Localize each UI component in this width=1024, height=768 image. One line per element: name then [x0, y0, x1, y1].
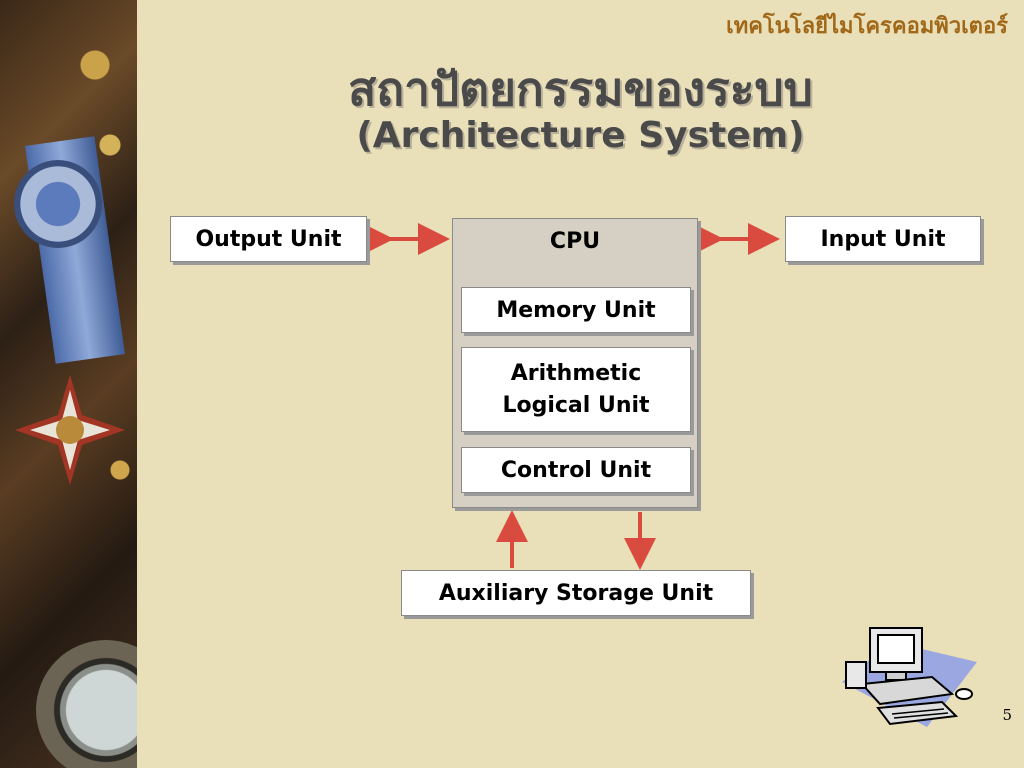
memory-unit-box: Memory Unit [461, 287, 691, 333]
alu-box: Arithmetic Logical Unit [461, 347, 691, 432]
medal-rosette-image [14, 160, 102, 248]
computer-clipart-icon [842, 627, 977, 727]
medal-cross-image [15, 375, 125, 485]
input-unit-box: Input Unit [785, 216, 981, 262]
alu-label-line2: Logical Unit [502, 392, 650, 418]
control-unit-box: Control Unit [461, 447, 691, 493]
decorative-photo-strip [0, 0, 137, 768]
title-thai: สถาปัตยกรรมของระบบ [348, 62, 813, 116]
cpu-label: CPU [549, 229, 601, 254]
page-number: 5 [1002, 706, 1012, 724]
alu-label-line1: Arithmetic [510, 360, 642, 386]
auxiliary-storage-box: Auxiliary Storage Unit [401, 570, 751, 616]
course-header: เทคโนโลยีไมโครคอมพิวเตอร์ [726, 14, 1008, 39]
title-english: (Architecture System) [356, 115, 805, 156]
output-unit-box: Output Unit [170, 216, 367, 262]
slide-title: สถาปัตยกรรมของระบบ (Architecture System) [137, 62, 1024, 156]
